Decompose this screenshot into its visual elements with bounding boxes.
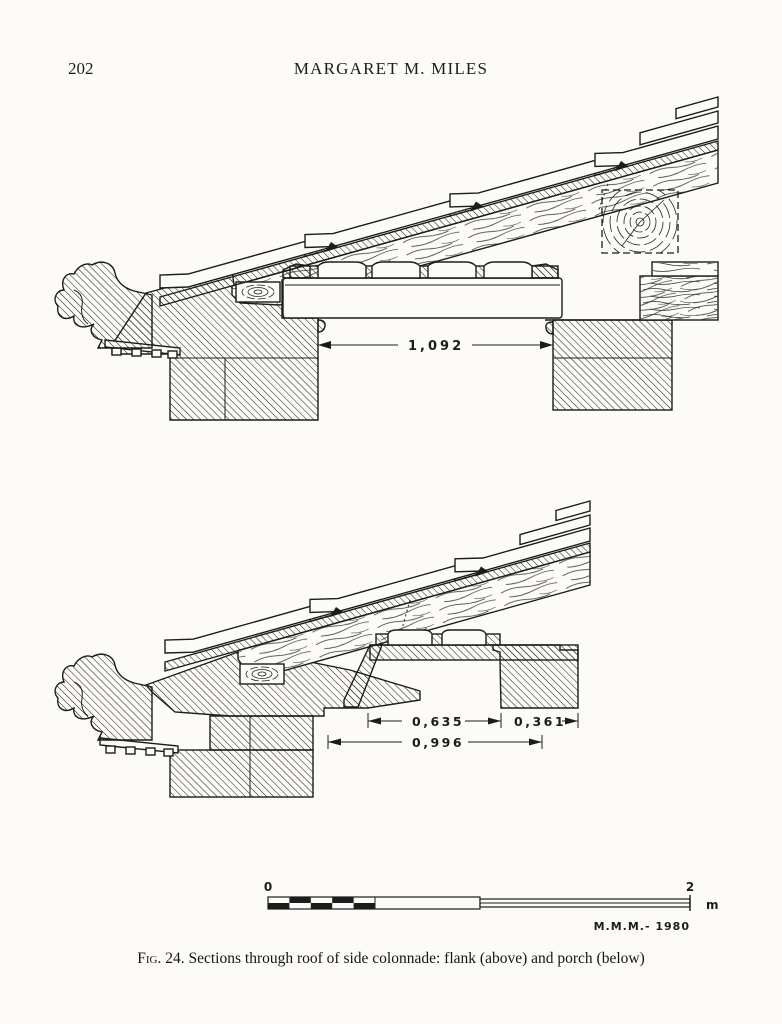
dimension-label-0635: 0,635 [412, 714, 464, 729]
flank-epistyle-beam [281, 277, 563, 319]
scale-zero-label: 0 [264, 880, 272, 894]
flank-beam-section-dashed [601, 189, 679, 254]
flank-section-drawing: 1,092 [54, 96, 719, 421]
flank-geison-and-pier [104, 269, 326, 421]
porch-sima-spout [54, 653, 153, 741]
figure-caption: Fig. 24. Sections through roof of side c… [137, 950, 645, 967]
flank-dimension-1092: 1,092 [318, 339, 553, 354]
flank-right-pier [545, 261, 719, 411]
flank-sima-spout [54, 261, 153, 349]
porch-sheathing [164, 542, 591, 672]
porch-ceiling-bearer [343, 629, 579, 709]
draughtsman-signature: M.M.M.- 1980 [594, 920, 690, 933]
dimension-label-1092: 1,092 [408, 339, 464, 354]
page-number: 202 [68, 59, 94, 78]
scale-two-label: 2 [686, 880, 694, 894]
scale-bar: 0 2 m M.M.M.- 1980 [264, 880, 719, 933]
flank-wallplate-rings [235, 281, 281, 303]
porch-section-drawing: 0,635 0,361 0,996 [54, 500, 591, 798]
porch-dimensions: 0,635 0,361 0,996 [327, 713, 579, 750]
running-head: MARGARET M. MILES [294, 59, 488, 78]
flank-ceiling-cover-strips [282, 261, 559, 279]
flank-roof-tiles [159, 96, 719, 289]
porch-roof-tiles [164, 500, 591, 654]
dimension-label-0361: 0,361 [514, 714, 566, 729]
figure-caption-text: Sections through roof of side colonnade:… [188, 950, 644, 967]
scale-unit-label: m [706, 898, 719, 912]
porch-wallplate-rings [239, 663, 285, 685]
figure-caption-label: Fig. 24. [137, 950, 184, 967]
dimension-label-0996: 0,996 [412, 735, 464, 750]
